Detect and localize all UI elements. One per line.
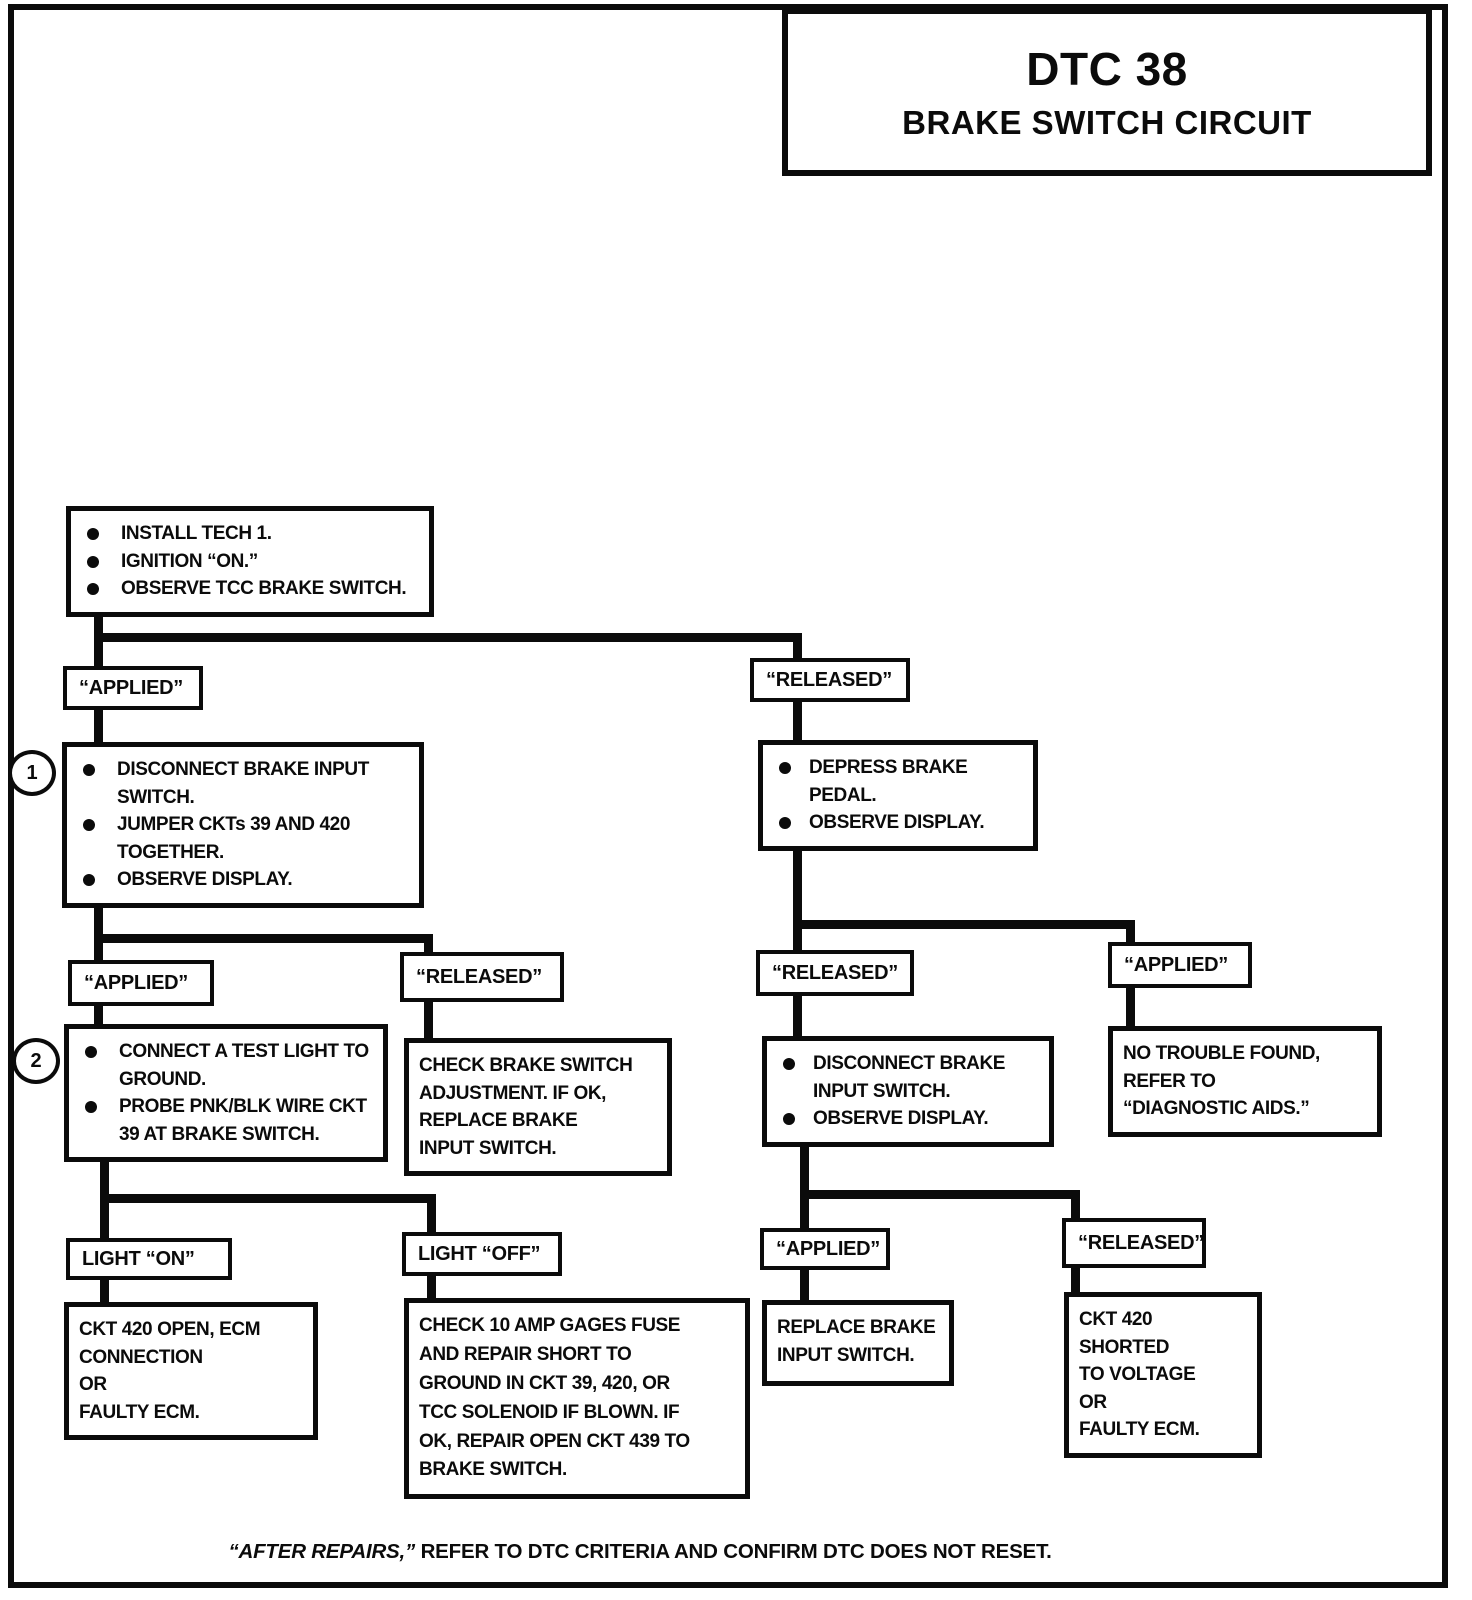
step-item: IGNITION “ON.”: [81, 548, 419, 576]
step-box-test-light: CONNECT A TEST LIGHT TO GROUND. PROBE PN…: [64, 1024, 388, 1163]
connector-level3-right-bar: [800, 1190, 1080, 1199]
result-box-ckt420-shorted: CKT 420 SHORTED TO VOLTAGE OR FAULTY ECM…: [1064, 1292, 1262, 1458]
bullet-icon: [87, 528, 99, 540]
branch-label-applied-2: “APPLIED”: [68, 960, 214, 1006]
bullet-icon: [783, 1058, 795, 1070]
step-box-disconnect-observe: DISCONNECT BRAKE INPUT SWITCH. OBSERVE D…: [762, 1036, 1054, 1147]
step-box-disconnect-jumper: DISCONNECT BRAKE INPUT SWITCH. JUMPER CK…: [62, 742, 424, 908]
dtc-subtitle: BRAKE SWITCH CIRCUIT: [902, 104, 1312, 141]
bullet-icon: [783, 1113, 795, 1126]
connector-released4-to-boxc5: [1071, 1264, 1080, 1296]
connector-boxc2-drop: [800, 1136, 809, 1232]
result-line: TO VOLTAGE: [1079, 1364, 1196, 1386]
connector-applied3-to-boxc3: [1126, 986, 1135, 1030]
connector-box1-drop: [94, 886, 103, 962]
branch-label-light-off: LIGHT “OFF”: [402, 1232, 562, 1276]
result-line: CHECK BRAKE SWITCH: [419, 1055, 633, 1076]
step-item: OBSERVE TCC BRAKE SWITCH.: [81, 575, 419, 603]
bullet-icon: [779, 817, 791, 830]
result-line: OR: [1079, 1391, 1107, 1413]
page-border: [8, 4, 1448, 1588]
bullet-icon: [83, 764, 95, 776]
result-box-ckt420-open: CKT 420 OPEN, ECM CONNECTION OR FAULTY E…: [64, 1302, 318, 1441]
note-marker-2: 2: [12, 1038, 60, 1084]
step-box-depress-pedal: DEPRESS BRAKE PEDAL. OBSERVE DISPLAY.: [758, 740, 1038, 851]
step-item: OBSERVE DISPLAY.: [77, 866, 409, 894]
result-box-check-adjustment: CHECK BRAKE SWITCH ADJUSTMENT. IF OK, RE…: [404, 1038, 672, 1177]
result-line: TCC SOLENOID IF BLOWN. IF: [419, 1401, 680, 1423]
step-item: OBSERVE DISPLAY.: [773, 809, 1023, 837]
bullet-icon: [83, 874, 95, 887]
result-box-replace-switch: REPLACE BRAKE INPUT SWITCH.: [762, 1300, 954, 1386]
connector-applied2-to-box2: [94, 1002, 103, 1028]
connector-boxc1-drop: [793, 814, 802, 954]
result-line: OR: [79, 1374, 107, 1396]
step-item: DISCONNECT BRAKE INPUT SWITCH.: [777, 1050, 1039, 1105]
bullet-icon: [87, 583, 99, 596]
result-line: INPUT SWITCH.: [419, 1137, 557, 1159]
branch-label-released-3: “RELEASED”: [756, 950, 914, 996]
result-line: CHECK 10 AMP GAGES FUSE: [419, 1315, 681, 1336]
connector-level3-left-bar: [100, 1194, 436, 1203]
result-line: FAULTY ECM.: [79, 1401, 200, 1423]
footer-note-rest: REFER TO DTC CRITERIA AND CONFIRM DTC DO…: [415, 1540, 1052, 1563]
result-line: REPLACE BRAKE: [419, 1110, 578, 1132]
connector-released2-to-box3: [424, 1000, 433, 1042]
result-box-no-trouble: NO TROUBLE FOUND, REFER TO “DIAGNOSTIC A…: [1108, 1026, 1382, 1137]
step-item: INSTALL TECH 1.: [81, 520, 419, 548]
result-line: BRAKE SWITCH.: [419, 1459, 567, 1481]
connector-released3-to-boxc2: [793, 994, 802, 1038]
connector-applied4-to-boxc4: [800, 1266, 809, 1304]
connector-released1-to-boxc1: [793, 698, 802, 744]
result-line: OK, REPAIR OPEN CKT 439 TO: [419, 1430, 690, 1452]
step-item: CONNECT A TEST LIGHT TO GROUND.: [79, 1038, 373, 1093]
branch-label-light-on: LIGHT “ON”: [66, 1238, 232, 1280]
branch-label-applied-4: “APPLIED”: [760, 1228, 890, 1270]
bullet-icon: [779, 762, 791, 774]
branch-label-applied-1: “APPLIED”: [63, 666, 203, 710]
result-line: CKT 420 SHORTED: [1079, 1309, 1170, 1358]
result-line: GROUND IN CKT 39, 420, OR: [419, 1372, 670, 1394]
dtc-code-title: DTC 38: [1026, 43, 1188, 95]
result-line: CKT 420 OPEN, ECM: [79, 1319, 261, 1340]
connector-released-drop: [793, 633, 802, 662]
step-item: OBSERVE DISPLAY.: [777, 1105, 1039, 1133]
footer-note-italic: “AFTER REPAIRS,”: [228, 1540, 416, 1563]
connector-lightoff-drop: [427, 1194, 436, 1236]
result-line: REFER TO: [1123, 1070, 1216, 1092]
title-box: DTC 38 BRAKE SWITCH CIRCUIT: [782, 8, 1432, 176]
connector-level2-right-bar: [793, 920, 1135, 929]
branch-label-released-2: “RELEASED”: [400, 952, 564, 1002]
connector-level2-left-bar: [94, 934, 433, 943]
step-item: DEPRESS BRAKE PEDAL.: [773, 754, 1023, 809]
result-line: “DIAGNOSTIC AIDS.”: [1123, 1098, 1310, 1120]
result-line: AND REPAIR SHORT TO: [419, 1343, 632, 1365]
result-line: CONNECTION: [79, 1346, 203, 1368]
connector-lighton-to-box4: [100, 1276, 109, 1306]
result-line: NO TROUBLE FOUND,: [1123, 1043, 1320, 1064]
note-marker-1: 1: [8, 750, 56, 796]
step-item: DISCONNECT BRAKE INPUT SWITCH.: [77, 756, 409, 811]
branch-label-released-4: “RELEASED”: [1062, 1218, 1206, 1268]
branch-label-released-1: “RELEASED”: [750, 658, 910, 702]
result-box-check-fuse: CHECK 10 AMP GAGES FUSE AND REPAIR SHORT…: [404, 1298, 750, 1500]
step-item: JUMPER CKTs 39 AND 420 TOGETHER.: [77, 811, 409, 866]
connector-released4-drop: [1071, 1190, 1080, 1222]
result-line: FAULTY ECM.: [1079, 1419, 1200, 1441]
step-box-start: INSTALL TECH 1. IGNITION “ON.” OBSERVE T…: [66, 506, 434, 617]
footer-note: “AFTER REPAIRS,” REFER TO DTC CRITERIA A…: [0, 1540, 1280, 1564]
connector-lightoff-to-box5: [427, 1272, 436, 1302]
bullet-icon: [85, 1046, 97, 1058]
result-line: ADJUSTMENT. IF OK,: [419, 1082, 607, 1104]
bullet-icon: [83, 819, 95, 832]
connector-level1-bar: [94, 633, 802, 642]
step-item: PROBE PNK/BLK WIRE CKT 39 AT BRAKE SWITC…: [79, 1093, 373, 1148]
connector-applied-to-box1: [94, 706, 103, 744]
branch-label-applied-3: “APPLIED”: [1108, 942, 1252, 988]
connector-level2-released-drop: [424, 934, 433, 956]
bullet-icon: [87, 555, 99, 568]
bullet-icon: [85, 1101, 97, 1114]
connector-applied-right-drop: [1126, 920, 1135, 946]
